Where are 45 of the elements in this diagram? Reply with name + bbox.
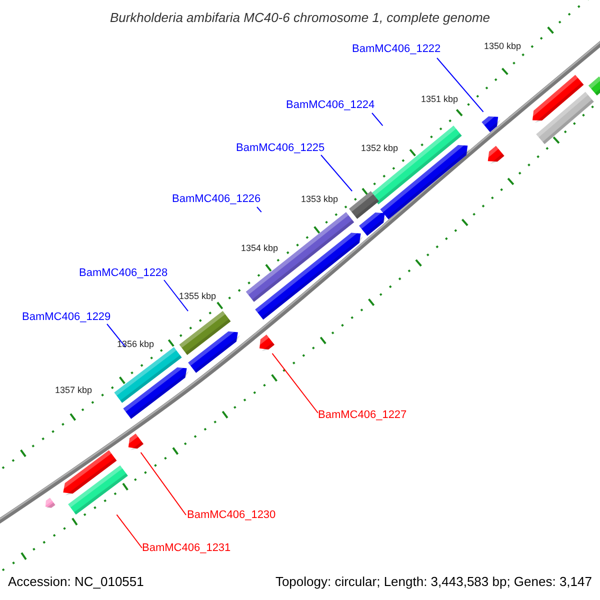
kbp-tick-label: 1351 kbp: [421, 95, 458, 104]
gene-block: [380, 144, 470, 220]
leader-line: [372, 112, 384, 126]
genome-summary: Topology: circular; Length: 3,443,583 bp; Genes: 3,147: [275, 575, 592, 588]
gene-bar: [179, 311, 231, 355]
title: Burkholderia ambifaria MC40-6 chromosome 1, complete genome: [108, 11, 492, 24]
gene-block: [530, 74, 584, 123]
kbp-tick-label: 1350 kbp: [484, 42, 522, 51]
leader-line: [272, 352, 318, 414]
gene-label: BamMC406_1224: [286, 100, 375, 111]
kbp-tick-label: 1354 kbp: [241, 244, 278, 253]
gene-block: [123, 366, 189, 419]
gene-block: [62, 450, 117, 496]
gene-label: BamMC406_1230: [187, 510, 276, 521]
gene-bar: [536, 92, 594, 144]
gene-label: BamMC406_1229: [22, 312, 111, 323]
gene-block: [482, 114, 500, 132]
gene-bar: [588, 76, 600, 96]
accession-text: Accession: NC_010551: [8, 575, 144, 588]
gene-block: [45, 498, 56, 508]
leader-line: [164, 280, 188, 312]
gene-block: [359, 211, 388, 236]
gene-block: [258, 334, 275, 352]
gene-label: BamMC406_1225: [236, 143, 325, 154]
gene-bar: [114, 347, 182, 403]
kbp-tick-label: 1357 kbp: [55, 386, 92, 395]
gene-label: BamMC406_1227: [318, 410, 407, 421]
gene-block: [188, 330, 240, 373]
gene-label: BamMC406_1231: [142, 543, 231, 554]
gene-bar: [349, 191, 379, 219]
gene-bar: [68, 465, 128, 515]
leader-line: [256, 206, 262, 213]
leader-line: [116, 514, 142, 548]
leader-line: [320, 154, 353, 192]
gene-label: BamMC406_1222: [352, 44, 441, 55]
gene-label: BamMC406_1226: [172, 194, 261, 205]
gene-label: BamMC406_1228: [79, 268, 168, 279]
leader-line: [436, 58, 484, 112]
kbp-tick-label: 1353 kbp: [301, 195, 338, 204]
gene-block: [486, 146, 504, 164]
kbp-tick-label: 1355 kbp: [179, 292, 216, 301]
kbp-tick-label: 1352 kbp: [361, 144, 398, 153]
leader-line: [106, 324, 126, 348]
leader-line: [140, 452, 186, 516]
gene-block: [126, 434, 144, 450]
